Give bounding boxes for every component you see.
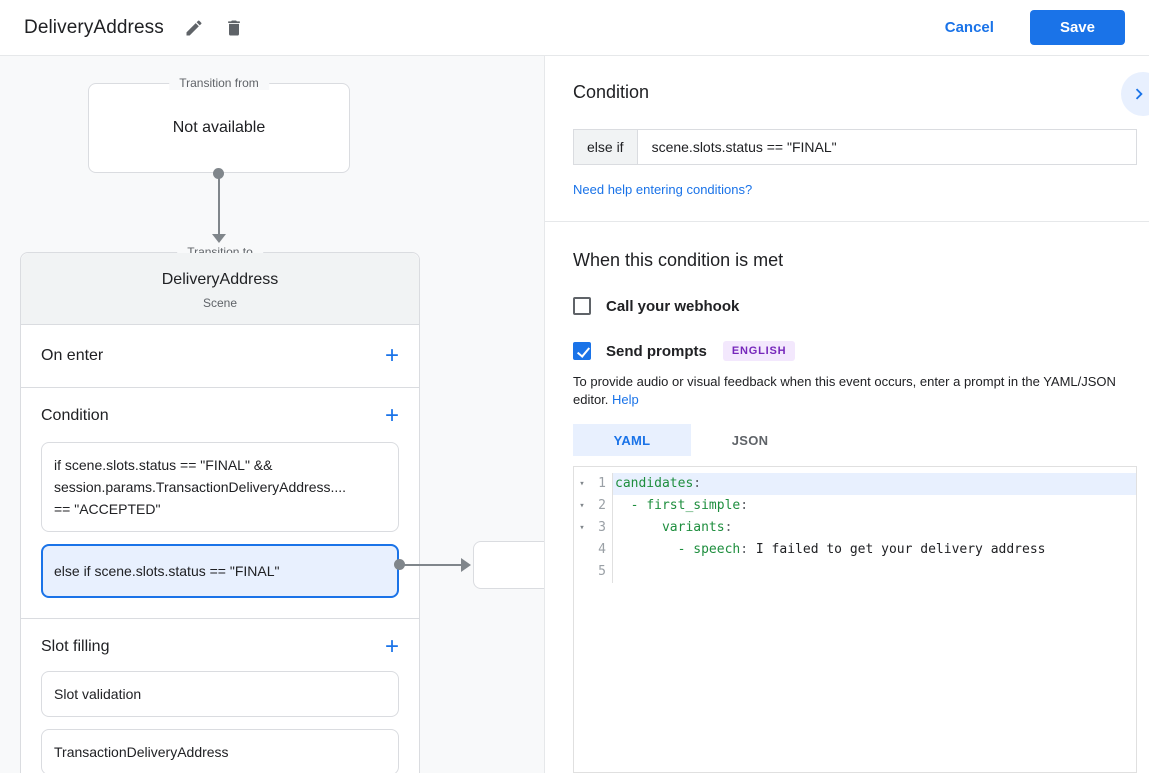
editor-format-tabs: YAML JSON [573,424,1136,456]
add-slot-button[interactable]: + [384,633,399,660]
code-line[interactable]: ▾ 3 variants: [574,517,1136,539]
condition-item-line: session.params.TransactionDeliveryAddres… [54,479,347,495]
code-content: candidates: [613,473,1136,495]
scene-card-subtitle: Scene [202,296,238,310]
add-on-enter-button[interactable]: + [384,342,399,369]
connector-dot [394,559,405,570]
scene-card-header[interactable]: DeliveryAddress Scene [21,253,419,325]
line-number: 1 [598,476,606,491]
condition-item-line: if scene.slots.status == "FINAL" && [54,457,273,473]
arrow-right-icon [461,558,471,572]
slot-item[interactable]: TransactionDeliveryAddress [41,729,399,773]
code-line[interactable]: ▾ 1 candidates: [574,473,1136,495]
transition-from-value: Not available [172,119,266,136]
code-content: - first_simple: [630,498,749,513]
send-prompts-checkbox[interactable] [573,342,591,360]
prompt-description: To provide audio or visual feedback when… [573,373,1136,409]
fold-arrow-icon[interactable] [574,561,590,583]
when-met-heading: When this condition is met [573,250,784,270]
prompt-help-link[interactable]: Help [612,392,639,407]
gutter-divider [612,561,613,583]
code-line[interactable]: 4 - speech: I failed to get your deliver… [574,539,1136,561]
send-prompts-label: Send prompts [606,342,707,360]
webhook-label: Call your webhook [606,297,740,315]
condition-panel-heading: Condition [573,82,650,102]
on-enter-row[interactable]: On enter + [21,325,419,388]
conditions-help-link[interactable]: Need help entering conditions? [573,182,753,197]
code-line[interactable]: 5 [574,561,1136,583]
condition-item[interactable]: if scene.slots.status == "FINAL" && sess… [41,442,399,532]
connector-line-horizontal [400,564,462,566]
trash-icon [224,18,244,38]
fold-arrow-icon[interactable]: ▾ [579,479,585,489]
transition-from-legend: Transition from [169,76,269,90]
condition-prefix-label: else if [574,130,638,164]
send-prompts-option-row: Send prompts ENGLISH [573,341,1136,361]
cancel-button[interactable]: Cancel [944,19,994,36]
line-number: 4 [598,542,606,557]
condition-item-selected[interactable]: else if scene.slots.status == "FINAL" [41,544,399,598]
condition-section: Condition + if scene.slots.status == "FI… [21,388,419,619]
line-number: 5 [598,564,606,579]
condition-detail-panel: Condition else if Need help entering con… [545,56,1149,773]
top-bar: DeliveryAddress Cancel Save [0,0,1149,56]
line-number: 2 [598,498,606,513]
gutter-divider [612,517,613,539]
gutter-divider [612,495,613,517]
connector-line-vertical [218,173,220,235]
prompt-description-text: To provide audio or visual feedback when… [573,374,1116,407]
page-title: DeliveryAddress [24,16,164,38]
language-badge: ENGLISH [722,341,796,361]
tab-yaml[interactable]: YAML [573,424,691,456]
delete-scene-button[interactable] [224,18,244,38]
chevron-right-icon [1128,83,1149,105]
slot-validation-item[interactable]: Slot validation [41,671,399,717]
add-condition-button[interactable]: + [384,402,399,429]
collapse-panel-button[interactable] [1121,72,1149,116]
webhook-option-row: Call your webhook [573,297,1136,315]
code-content: - speech: I failed to get your delivery … [677,542,1046,557]
code-line[interactable]: ▾ 2 - first_simple: [574,495,1136,517]
condition-expression-row: else if [573,129,1137,165]
fold-arrow-icon[interactable]: ▾ [579,523,585,533]
condition-item-line: == "ACCEPTED" [54,501,161,517]
scene-card: Transition to DeliveryAddress Scene On e… [20,245,420,773]
save-button[interactable]: Save [1029,10,1125,45]
edit-scene-button[interactable] [184,18,204,38]
slot-filling-label: Slot filling [41,638,110,655]
yaml-code-editor[interactable]: ▾ 1 candidates: ▾ 2 - first_simple: ▾ 3 … [573,466,1137,773]
section-divider [545,221,1149,222]
arrow-down-icon [212,234,226,243]
fold-arrow-icon[interactable] [574,539,590,561]
transition-target-box[interactable] [473,541,544,589]
on-enter-label: On enter [41,347,104,364]
scene-diagram-panel: Transition from Not available Transition… [0,56,545,773]
scene-card-title: DeliveryAddress [161,271,279,288]
tab-json[interactable]: JSON [731,432,769,448]
slot-filling-section: Slot filling + Slot validation Transacti… [21,619,419,773]
transition-from-box: Transition from Not available [88,76,350,173]
condition-expression-input[interactable] [637,130,1136,164]
gutter-divider [612,539,613,561]
code-content [613,561,1136,583]
code-content: variants: [661,520,733,535]
webhook-checkbox[interactable] [573,297,591,315]
gutter-divider [612,473,613,495]
line-number: 3 [598,520,606,535]
pencil-icon [184,18,204,38]
fold-arrow-icon[interactable]: ▾ [579,501,585,511]
condition-section-label: Condition [41,407,109,424]
